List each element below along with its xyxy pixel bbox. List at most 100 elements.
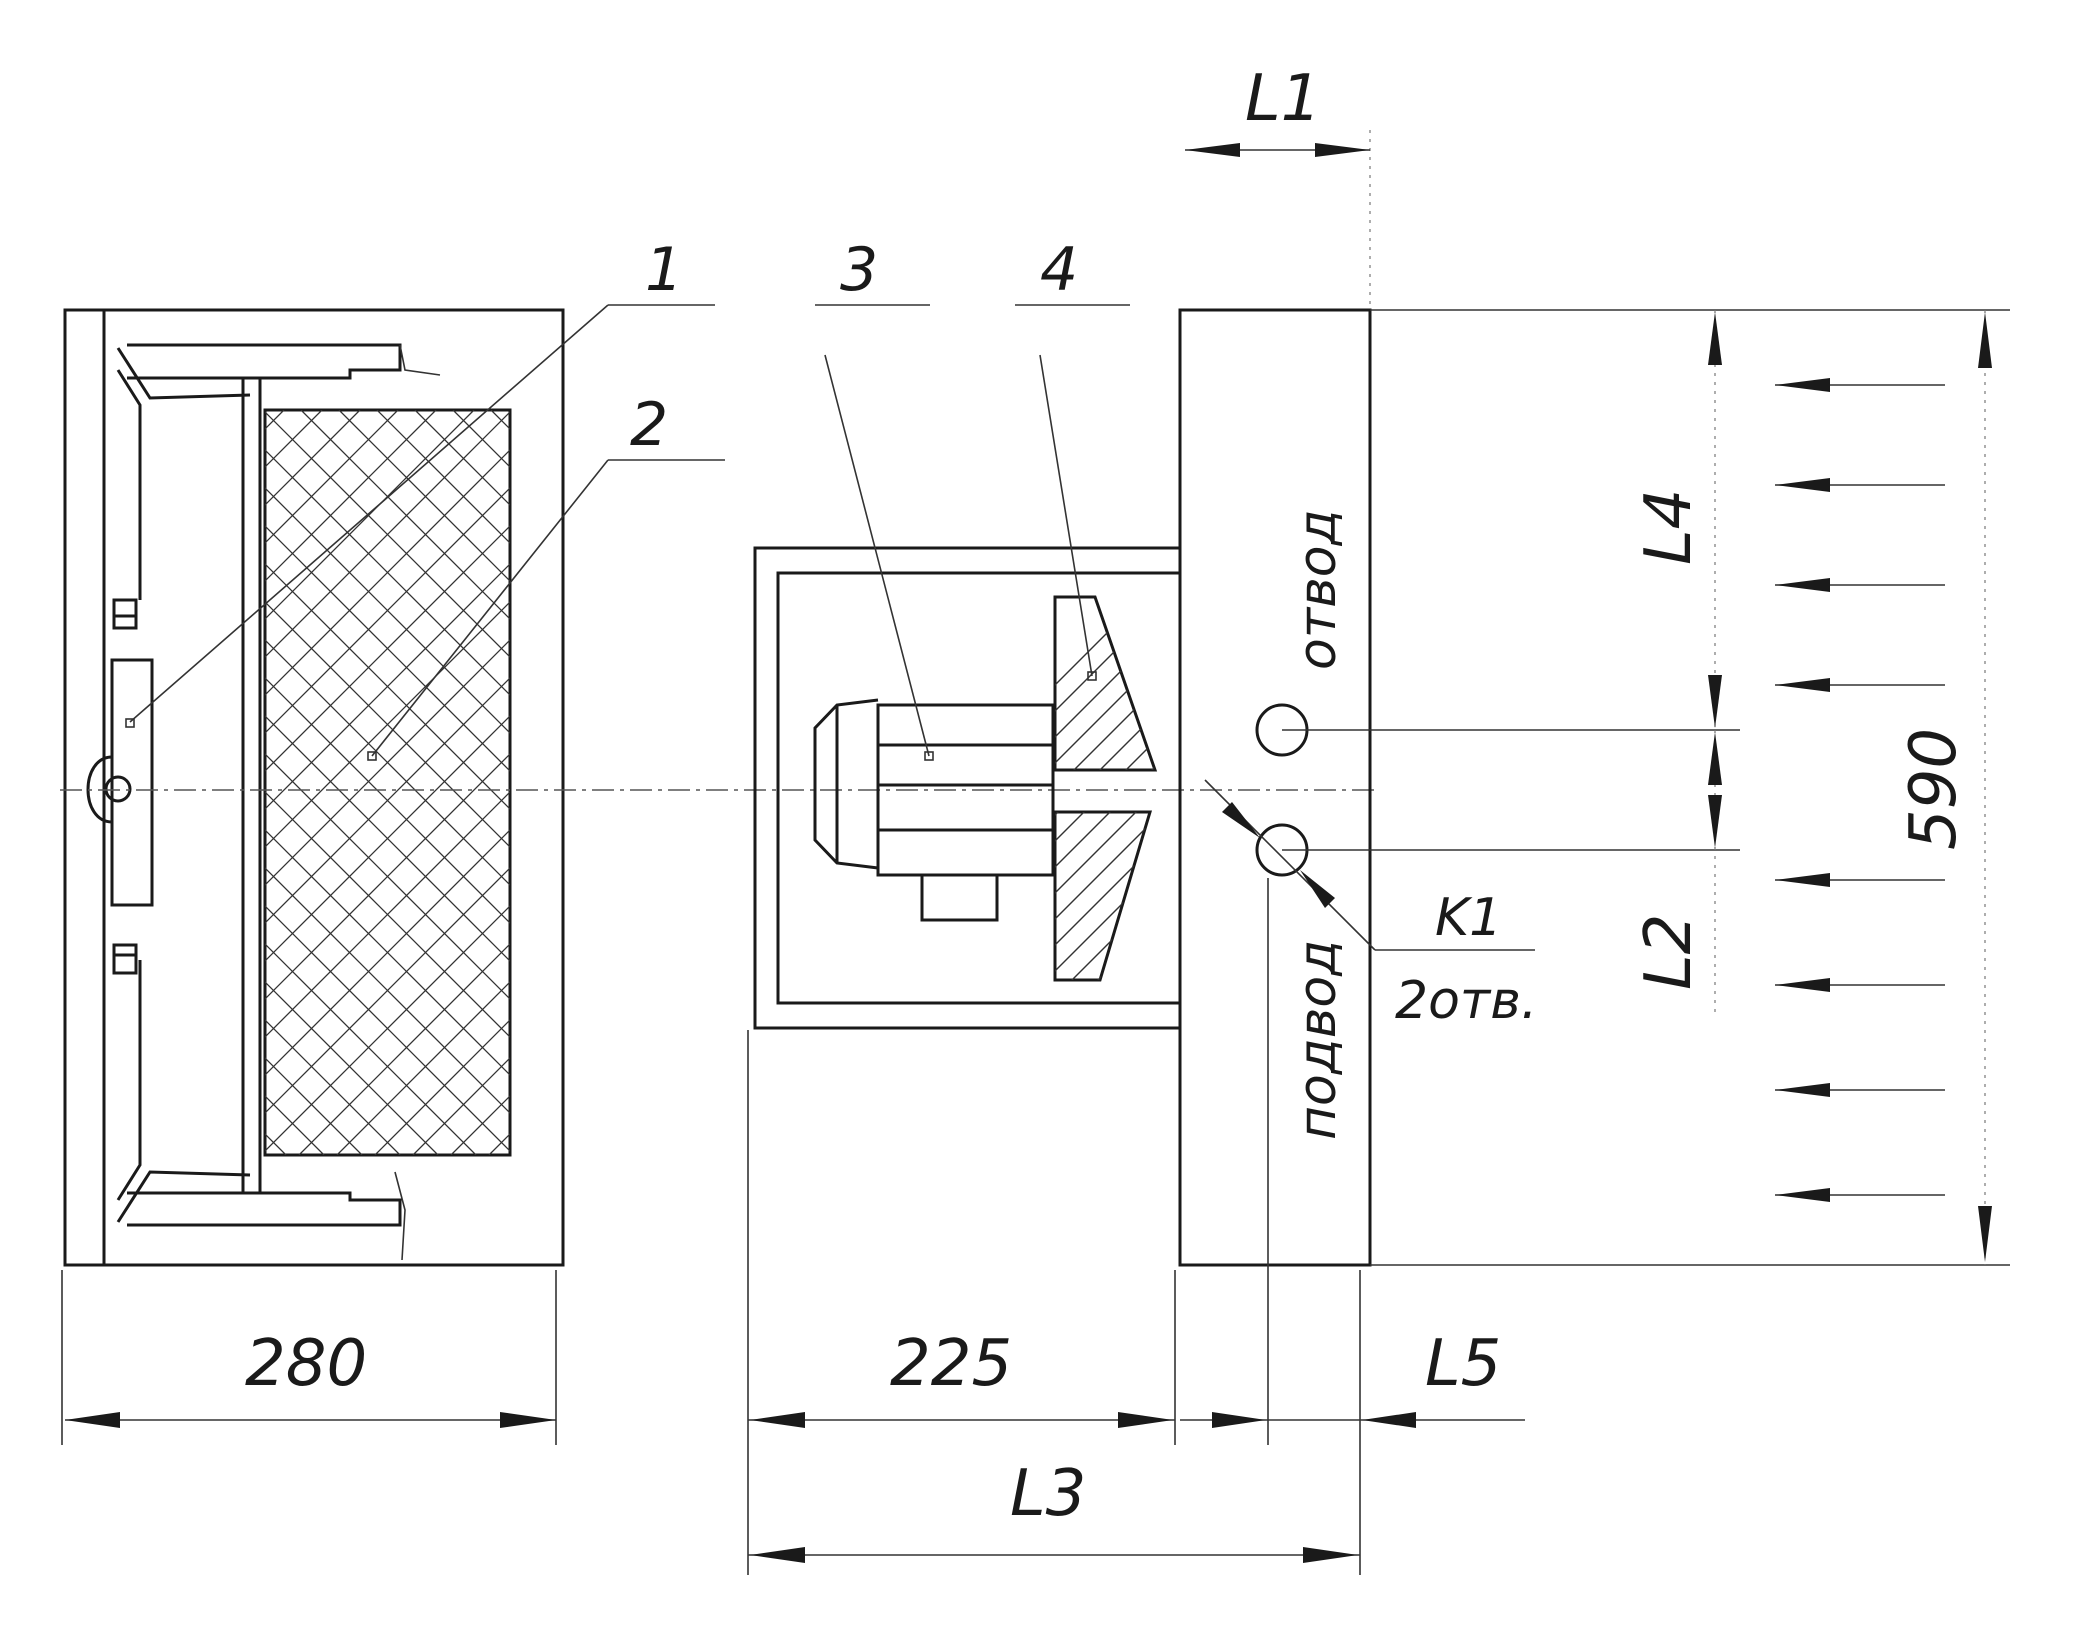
- leader-4: [1039, 354, 1093, 677]
- mesh-line: [0, 410, 94, 1155]
- dim-L5-arrow-b: [1362, 1412, 1416, 1428]
- leader-2: [371, 459, 609, 757]
- housing-inner: [776, 571, 1182, 1005]
- mesh-line: [0, 410, 246, 1155]
- mesh-line: [265, 943, 477, 1155]
- mesh-line: [265, 410, 361, 506]
- mesh-line: [376, 410, 510, 544]
- hatch-line: [1077, 812, 1150, 980]
- mesh-line: [0, 410, 56, 1155]
- hatch-line: [1055, 812, 1150, 980]
- mesh-line: [265, 715, 510, 962]
- mesh-line: [374, 1019, 510, 1155]
- mesh-line: [265, 905, 510, 1152]
- mesh-line: [265, 525, 510, 772]
- motor-end-cap: [813, 698, 879, 870]
- mesh-line: [265, 905, 510, 1152]
- hatch-line: [1055, 599, 1155, 770]
- top-brace: [116, 347, 251, 400]
- hatch-line: [1055, 599, 1155, 770]
- hatch-line: [1055, 599, 1155, 770]
- mesh-line: [265, 829, 510, 1076]
- part-1-marker: [125, 718, 135, 728]
- mesh-line: [265, 639, 510, 886]
- dim-L4-value: L4: [1632, 489, 1706, 565]
- part-3-marker: [924, 751, 934, 761]
- mesh-line: [452, 410, 510, 468]
- hatch-line: [1055, 812, 1150, 980]
- mesh-line: [719, 410, 1464, 1155]
- k1-arrow-top: [1222, 802, 1260, 838]
- airflow-arrowhead: [1775, 1188, 1830, 1202]
- dim-L2-arrow-bottom: [1708, 795, 1722, 848]
- hatch-line: [1055, 812, 1150, 980]
- callout-2: 2: [630, 390, 668, 460]
- mesh-line: [265, 867, 510, 1114]
- mesh-line: [265, 677, 510, 924]
- airflow-arrowhead: [1775, 978, 1830, 992]
- part-2-marker: [367, 751, 377, 761]
- mesh-line: [565, 410, 1310, 1155]
- mesh-line: [265, 563, 510, 810]
- front-view: 3 4 отвод подвод K1 2отв. L1 L4: [747, 62, 2010, 1575]
- mesh-line: [909, 410, 1654, 1155]
- airflow-arrows: [1775, 378, 1945, 1202]
- dim-225-arrow-right: [1118, 1412, 1173, 1428]
- mesh-line: [265, 1095, 325, 1155]
- hinge-pin: [104, 775, 132, 803]
- dim-280-arrow-left: [65, 1412, 120, 1428]
- mesh-line: [265, 791, 510, 1038]
- mesh-filter-frame: [263, 408, 512, 1157]
- impeller-upper-hatch: [1055, 599, 1582, 1000]
- impeller-lower-hatch: [1055, 812, 1150, 980]
- mesh-line: [265, 753, 510, 1000]
- mesh-line: [527, 410, 1272, 1155]
- mesh-line: [265, 411, 510, 658]
- mesh-line: [265, 563, 510, 810]
- mesh-line: [0, 410, 170, 1155]
- hatch-line: [1055, 812, 1150, 980]
- dim-L1-arrow-left: [1185, 143, 1240, 157]
- mesh-line: [265, 410, 323, 468]
- mesh-line: [0, 410, 248, 1155]
- mesh-line: [871, 410, 1616, 1155]
- mesh-line: [795, 410, 1540, 1155]
- dim-L2-arrow-top: [1708, 732, 1722, 785]
- hatch-line: [1182, 600, 1582, 1000]
- housing-outer: [753, 546, 1182, 1030]
- top-bracket-edge: [399, 344, 441, 376]
- mesh-line: [488, 1133, 510, 1155]
- bottom-bracket: [127, 1191, 402, 1227]
- callout-3: 3: [840, 235, 878, 305]
- hatch-line: [1055, 812, 1150, 980]
- mesh-line: [265, 601, 510, 848]
- clamp-lower-block: [112, 943, 138, 975]
- airflow-arrowhead: [1775, 873, 1830, 887]
- dim-L5-value: L5: [1425, 1327, 1501, 1401]
- mesh-line: [265, 791, 510, 1038]
- clamp-upper-block: [112, 598, 138, 630]
- hatch-line: [1055, 599, 1155, 770]
- mesh-line: [265, 1057, 363, 1155]
- mesh-line: [336, 981, 510, 1155]
- dim-280-value: 280: [245, 1327, 367, 1401]
- impeller-upper: [1053, 595, 1158, 772]
- mesh-line: [265, 829, 510, 1076]
- mesh-line: [265, 411, 510, 658]
- mesh-line: [265, 449, 510, 696]
- mesh-line: [265, 981, 439, 1155]
- side-view: 1 2 280: [0, 235, 1730, 1445]
- mesh-line: [985, 410, 1730, 1155]
- bottom-bracket-edge: [394, 1171, 406, 1261]
- dim-280-arrow-right: [500, 1412, 556, 1428]
- mesh-line: [265, 677, 510, 924]
- motor-foot: [920, 873, 999, 922]
- outlet-label: отвод: [1288, 509, 1348, 670]
- dim-L5-arrow-a: [1212, 1412, 1266, 1428]
- airflow-arrowhead: [1775, 478, 1830, 492]
- mesh-line: [265, 449, 510, 696]
- dim-L1-arrow-right: [1315, 143, 1370, 157]
- airflow-arrowhead: [1775, 1083, 1830, 1097]
- mesh-line: [338, 410, 510, 582]
